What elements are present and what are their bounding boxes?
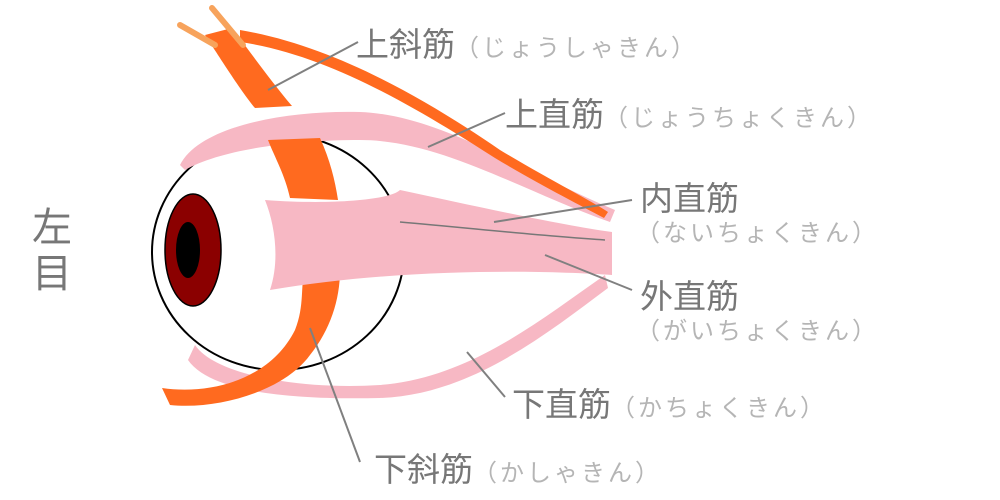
left-eye-label-line1: 左: [32, 205, 72, 251]
label-inferior-rectus: 下直筋（かちょくきん）: [512, 388, 827, 421]
inferior-oblique-muscle: [162, 270, 340, 406]
left-eye-label: 左 目: [30, 205, 74, 297]
leader-lines: [267, 41, 633, 463]
medial-lateral-rectus-muscle: [265, 190, 612, 290]
label-reading: （ないちょくきん）: [636, 219, 879, 247]
label-superior-oblique: 上斜筋（じょうしゃきん）: [356, 28, 698, 61]
label-medial-rectus: 内直筋 （ないちょくきん）: [636, 179, 879, 245]
label-reading: （がいちょくきん）: [636, 317, 879, 345]
label-inferior-oblique: 下斜筋（かしゃきん）: [374, 453, 662, 486]
label-reading: （かしゃきん）: [473, 459, 662, 487]
label-kanji: 上斜筋: [356, 25, 455, 64]
iris: [164, 193, 222, 307]
inferior-rectus-muscle: [188, 275, 608, 399]
label-reading: （かちょくきん）: [611, 394, 827, 422]
label-reading: （じょうちょくきん）: [604, 104, 874, 132]
label-kanji: 外直筋: [640, 277, 739, 316]
label-superior-rectus: 上直筋（じょうちょくきん）: [505, 98, 874, 131]
label-kanji: 内直筋: [640, 179, 739, 218]
label-kanji: 下直筋: [512, 385, 611, 424]
left-eye-label-line2: 目: [32, 251, 72, 297]
label-kanji: 上直筋: [505, 95, 604, 134]
label-lateral-rectus: 外直筋 （がいちょくきん）: [636, 277, 879, 343]
label-kanji: 下斜筋: [374, 450, 473, 489]
label-reading: （じょうしゃきん）: [455, 34, 698, 62]
